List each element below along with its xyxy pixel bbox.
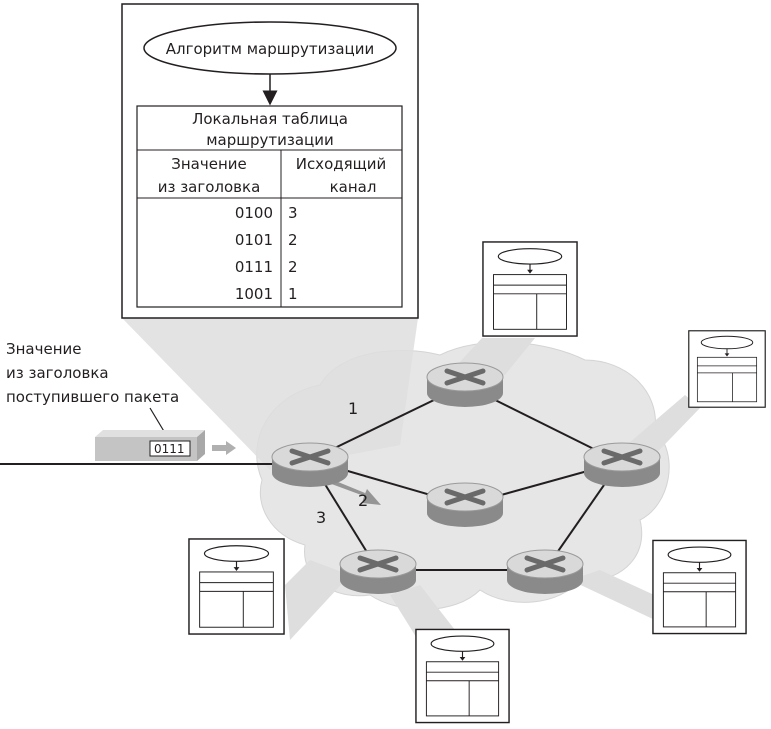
mini-routing-table-left xyxy=(188,538,285,635)
router-middle xyxy=(426,482,504,527)
router-top xyxy=(426,362,504,407)
mini-routing-table-bottom xyxy=(415,628,510,724)
mini-routing-table-right xyxy=(688,330,766,408)
col-header-value-line1: Значение xyxy=(171,155,247,173)
table-title-line1: Локальная таблица xyxy=(192,110,348,128)
mini-routing-table-bottom-right xyxy=(652,539,747,635)
row-link: 2 xyxy=(288,258,298,276)
row-link: 2 xyxy=(288,231,298,249)
table-title-line2: маршрутизации xyxy=(206,131,334,149)
left-table-shadow xyxy=(285,560,350,640)
mini-routing-table-top xyxy=(482,241,578,337)
router-bottom-left xyxy=(339,549,417,594)
packet-caption-line1: Значение xyxy=(6,340,82,358)
main-table-shadow xyxy=(122,318,418,470)
row-header-value: 0101 xyxy=(235,231,273,249)
packet-caption-line2: из заголовка xyxy=(6,364,109,382)
router-bottom-right xyxy=(506,549,584,594)
row-header-value: 0100 xyxy=(235,204,273,222)
packet-arrow xyxy=(212,441,236,455)
main-routing-panel: Алгоритм маршрутизации Локальная таблица… xyxy=(121,3,419,319)
router-left xyxy=(271,442,349,487)
link-label-1: 1 xyxy=(348,399,358,418)
link-label-2: 2 xyxy=(358,491,368,510)
bottom-table-shadow xyxy=(390,585,455,640)
row-link: 3 xyxy=(288,204,298,222)
packet-caption-line3: поступившего пакета xyxy=(6,388,179,406)
col-header-link-line2: канал xyxy=(330,178,377,196)
packet: 0111 xyxy=(95,430,205,461)
algorithm-label: Алгоритм маршрутизации xyxy=(166,40,375,58)
router-right xyxy=(583,442,661,487)
col-header-value-line2: из заголовка xyxy=(158,178,261,196)
row-header-value: 0111 xyxy=(235,258,273,276)
packet-header-value: 0111 xyxy=(154,442,185,456)
row-link: 1 xyxy=(288,285,298,303)
row-header-value: 1001 xyxy=(235,285,273,303)
link-label-3: 3 xyxy=(316,508,326,527)
col-header-link-line1: Исходящий xyxy=(296,155,387,173)
bottom-right-table-shadow xyxy=(570,570,665,620)
